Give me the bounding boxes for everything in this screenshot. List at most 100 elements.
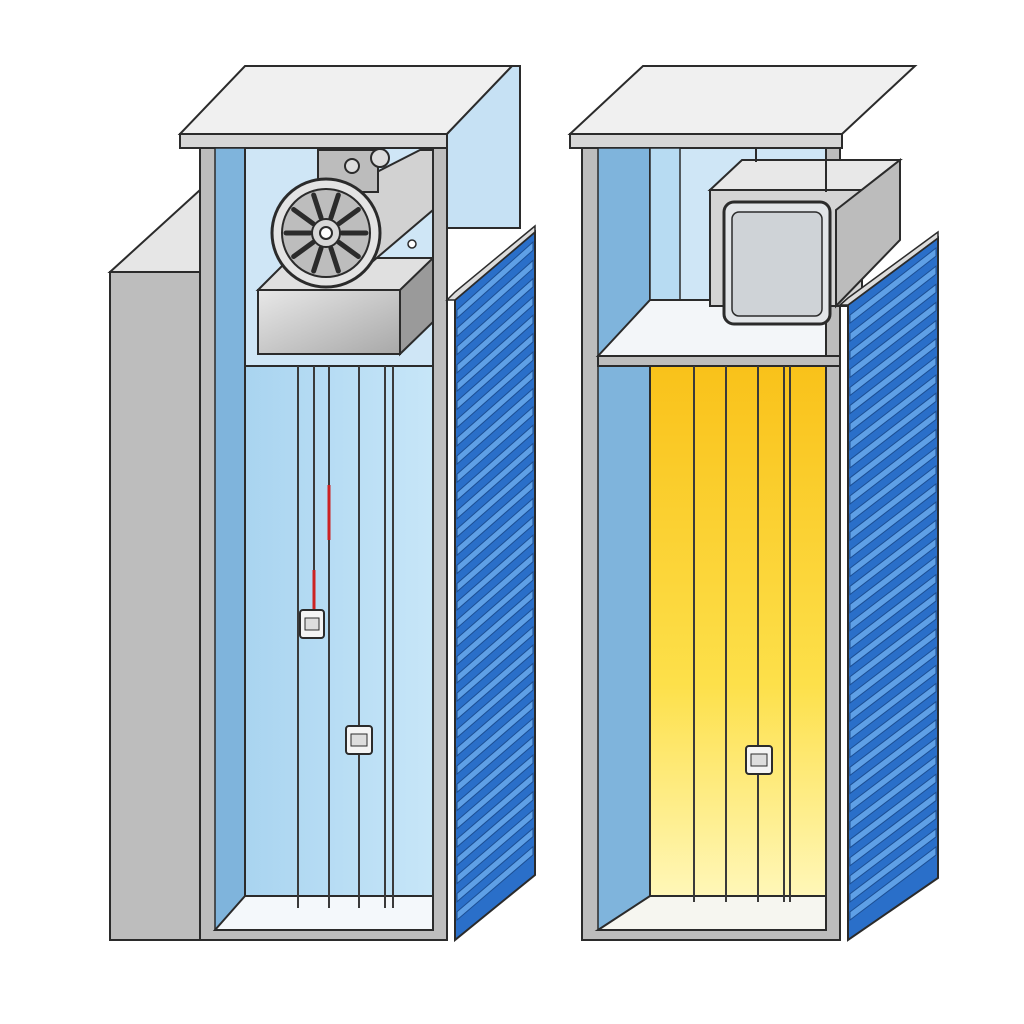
machine-room-roof-edge	[179, 133, 448, 149]
louver-slat	[849, 319, 937, 397]
sheave-spoke	[328, 245, 341, 274]
louver-slat	[456, 589, 534, 666]
louver-slat	[849, 718, 937, 795]
louver-slat	[456, 387, 534, 466]
louver-slat	[456, 625, 534, 703]
traction-sheave	[270, 177, 382, 289]
sheave-spoke	[311, 192, 324, 221]
shaft-interior	[244, 365, 434, 897]
louver-slat	[849, 700, 937, 777]
louver-slat	[849, 628, 937, 705]
louvered-wall-top	[445, 224, 536, 301]
louver-slat	[456, 772, 534, 849]
louver-slat	[456, 827, 534, 903]
sheave-spoke	[291, 206, 316, 227]
louver-slat	[456, 295, 534, 375]
cabinet-housing-side	[835, 157, 901, 309]
louver-slat	[456, 790, 534, 867]
louver-slat	[849, 537, 937, 614]
shaft-pit	[594, 895, 827, 931]
sheave-spoke	[311, 245, 324, 274]
louver-slat	[456, 698, 534, 776]
louver-slats	[456, 240, 534, 922]
louver-slat	[849, 337, 937, 415]
sheave-spoke	[291, 239, 316, 260]
sheave-spoke	[336, 239, 361, 260]
louver-slat	[849, 664, 937, 741]
louver-slat	[849, 265, 937, 343]
louver-slat	[849, 773, 937, 849]
louver-slat	[849, 555, 937, 632]
louver-slat	[849, 791, 937, 867]
louver-slat	[849, 501, 937, 578]
louver-slat	[849, 446, 937, 524]
louver-slat	[456, 552, 534, 630]
louver-slat	[849, 301, 937, 379]
louver-slat	[849, 609, 937, 686]
louver-slat	[456, 460, 534, 539]
louver-slat	[849, 464, 937, 542]
rope-fitting	[345, 725, 373, 755]
louver-slat	[456, 405, 534, 484]
louver-slat	[456, 607, 534, 685]
overhead-roof	[567, 65, 918, 135]
louver-slat	[849, 646, 937, 723]
louver-slat	[456, 662, 534, 739]
machine-bedplate-side	[399, 255, 434, 357]
louver-slat	[456, 497, 534, 575]
louver-slat	[456, 259, 534, 338]
sheave-spoke	[336, 206, 361, 227]
hoist-ropes	[297, 366, 394, 908]
louver-slat	[456, 845, 534, 922]
louver-slat	[849, 355, 937, 433]
louver-slat	[456, 753, 534, 830]
illuminated-shaft	[649, 365, 827, 897]
louver-slat	[456, 350, 534, 429]
sheave-spoke	[328, 192, 341, 221]
overhead-roof-edge	[569, 133, 843, 149]
louver-slat	[849, 845, 937, 922]
louver-slat	[849, 410, 937, 487]
louver-slat	[456, 442, 534, 520]
louver-slat	[849, 482, 937, 560]
shaft-pit	[212, 895, 434, 931]
louver-slat	[849, 591, 937, 668]
louver-slats	[849, 246, 937, 922]
gear-icon	[344, 158, 360, 174]
shaft-inner-left-wall	[597, 147, 651, 931]
louver-slat	[849, 573, 937, 650]
louver-slat	[456, 332, 534, 411]
louver-slat	[849, 809, 937, 885]
guide-ropes	[693, 366, 791, 902]
louver-slat	[456, 570, 534, 648]
louver-slat	[849, 736, 937, 813]
louver-slat	[849, 827, 937, 903]
left-building-front	[109, 271, 216, 941]
louver-slat	[456, 424, 534, 502]
rope-fitting	[745, 745, 773, 775]
traction-shaft	[107, 65, 536, 943]
louver-slat	[849, 428, 937, 506]
traction-motor-assembly	[255, 148, 434, 357]
rope-fitting	[299, 609, 325, 639]
louver-slat	[456, 277, 534, 356]
louver-slat	[849, 755, 937, 831]
louver-slat	[456, 240, 534, 320]
control-cabinet	[722, 200, 832, 326]
overhead-platform-edge	[597, 355, 841, 367]
louver-slat	[456, 314, 534, 393]
louver-slat	[849, 283, 937, 361]
louver-slat	[849, 682, 937, 759]
machine-bedplate	[257, 289, 401, 355]
gear-icon	[370, 148, 390, 168]
left-building-block	[107, 187, 201, 273]
machine-room-less-shaft	[567, 65, 939, 942]
louver-slat	[456, 644, 534, 721]
louver-slat	[849, 519, 937, 596]
louver-slat	[456, 717, 534, 794]
louver-slat	[849, 246, 937, 325]
overhead-enclosure-panel	[649, 147, 681, 301]
louver-slat	[849, 374, 937, 451]
